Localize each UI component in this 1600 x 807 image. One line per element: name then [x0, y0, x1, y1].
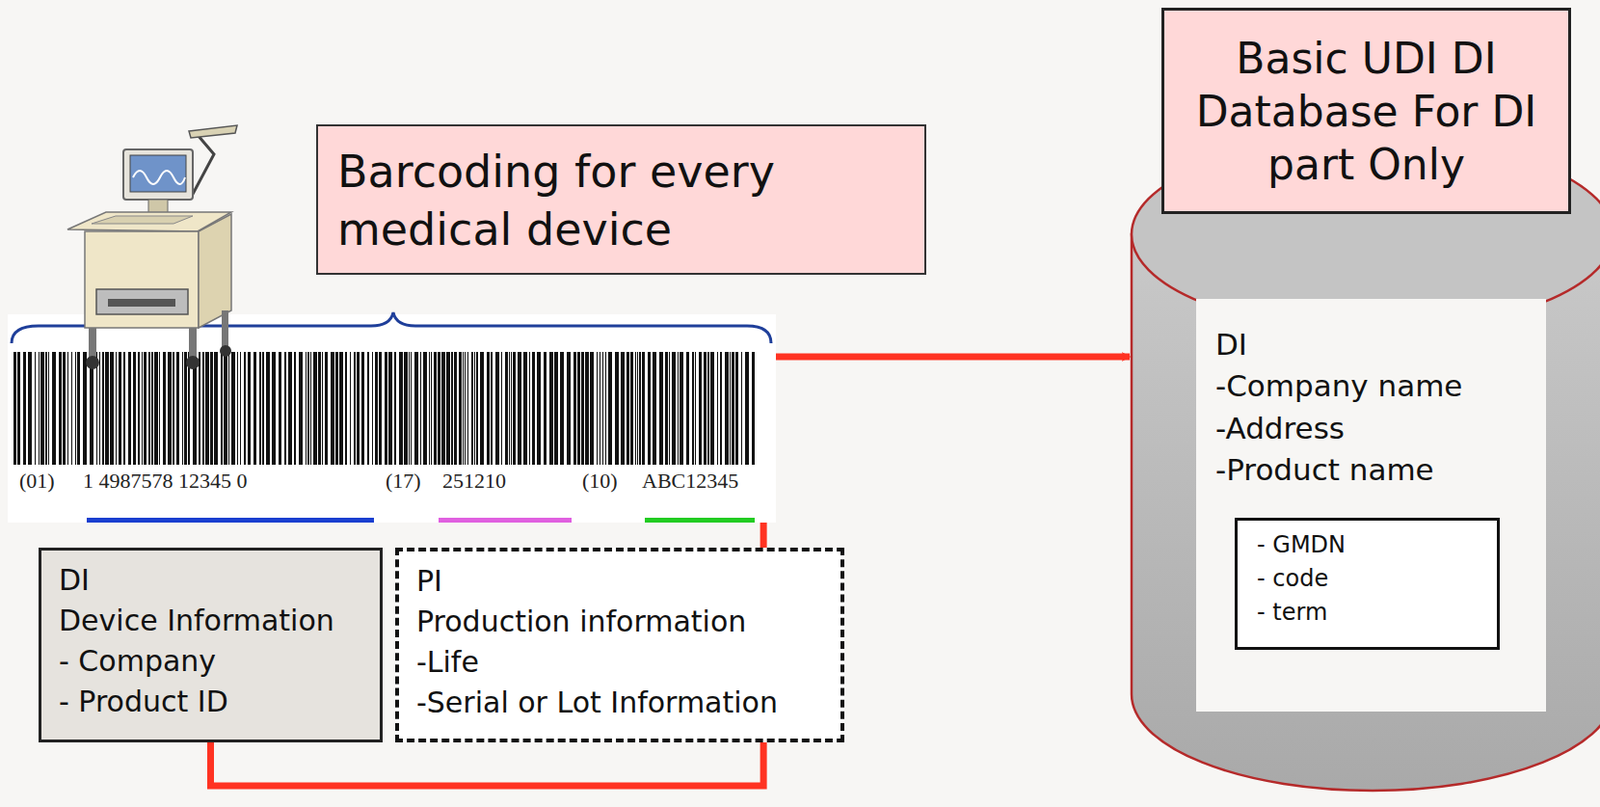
date-underline — [438, 517, 572, 523]
box-line: -Product name — [1215, 449, 1527, 491]
di-record-panel: DI-Company name-Address-Product name - GM… — [1196, 298, 1547, 712]
barcode-text: (10) — [581, 468, 619, 494]
barcode-text: ABC12345 — [640, 468, 740, 494]
pi-box: PIProduction information-Life-Serial or … — [395, 547, 845, 743]
box-heading: Barcoding for every medical device — [337, 139, 906, 260]
box-line: -Serial or Lot Information — [416, 682, 824, 723]
di-box: DIDevice Information- Company- Product I… — [38, 547, 383, 743]
title-box: Barcoding for every medical device — [316, 124, 927, 275]
database-cylinder: Basic UDI DI Database For DI part OnlyDI… — [1129, 7, 1600, 807]
medical-device-cart — [67, 125, 238, 370]
box-heading: DI — [1215, 323, 1527, 366]
connector — [763, 356, 1130, 548]
barcode-text: 1 4987578 12345 0 — [81, 468, 249, 494]
barcode-bars — [13, 351, 755, 465]
box-line: Device Information — [58, 600, 363, 641]
barcode-text: (17) — [384, 468, 423, 494]
barcode-ground — [7, 314, 776, 523]
box-line: - code — [1256, 561, 1478, 596]
di-underline — [86, 517, 374, 523]
box-line: -Life — [416, 641, 824, 683]
barcode-text: (01) — [18, 468, 56, 494]
gmdn-box: - GMDN- code- term — [1234, 517, 1500, 650]
box-line: -Company name — [1215, 365, 1527, 407]
box-heading: - GMDN — [1256, 528, 1478, 562]
box-heading: PI — [416, 560, 824, 602]
lot-underline — [644, 517, 755, 523]
box-line: Production information — [416, 601, 824, 642]
box-heading: DI — [58, 560, 363, 601]
box-line: - Company — [58, 640, 363, 682]
box-line: -Address — [1215, 407, 1527, 450]
connector — [211, 742, 765, 786]
database-heading: Basic UDI DI Database For DI part Only — [1161, 7, 1572, 214]
barcode-text: 251210 — [441, 468, 507, 494]
box-line: - term — [1256, 595, 1478, 630]
box-line: - Product ID — [58, 681, 363, 722]
